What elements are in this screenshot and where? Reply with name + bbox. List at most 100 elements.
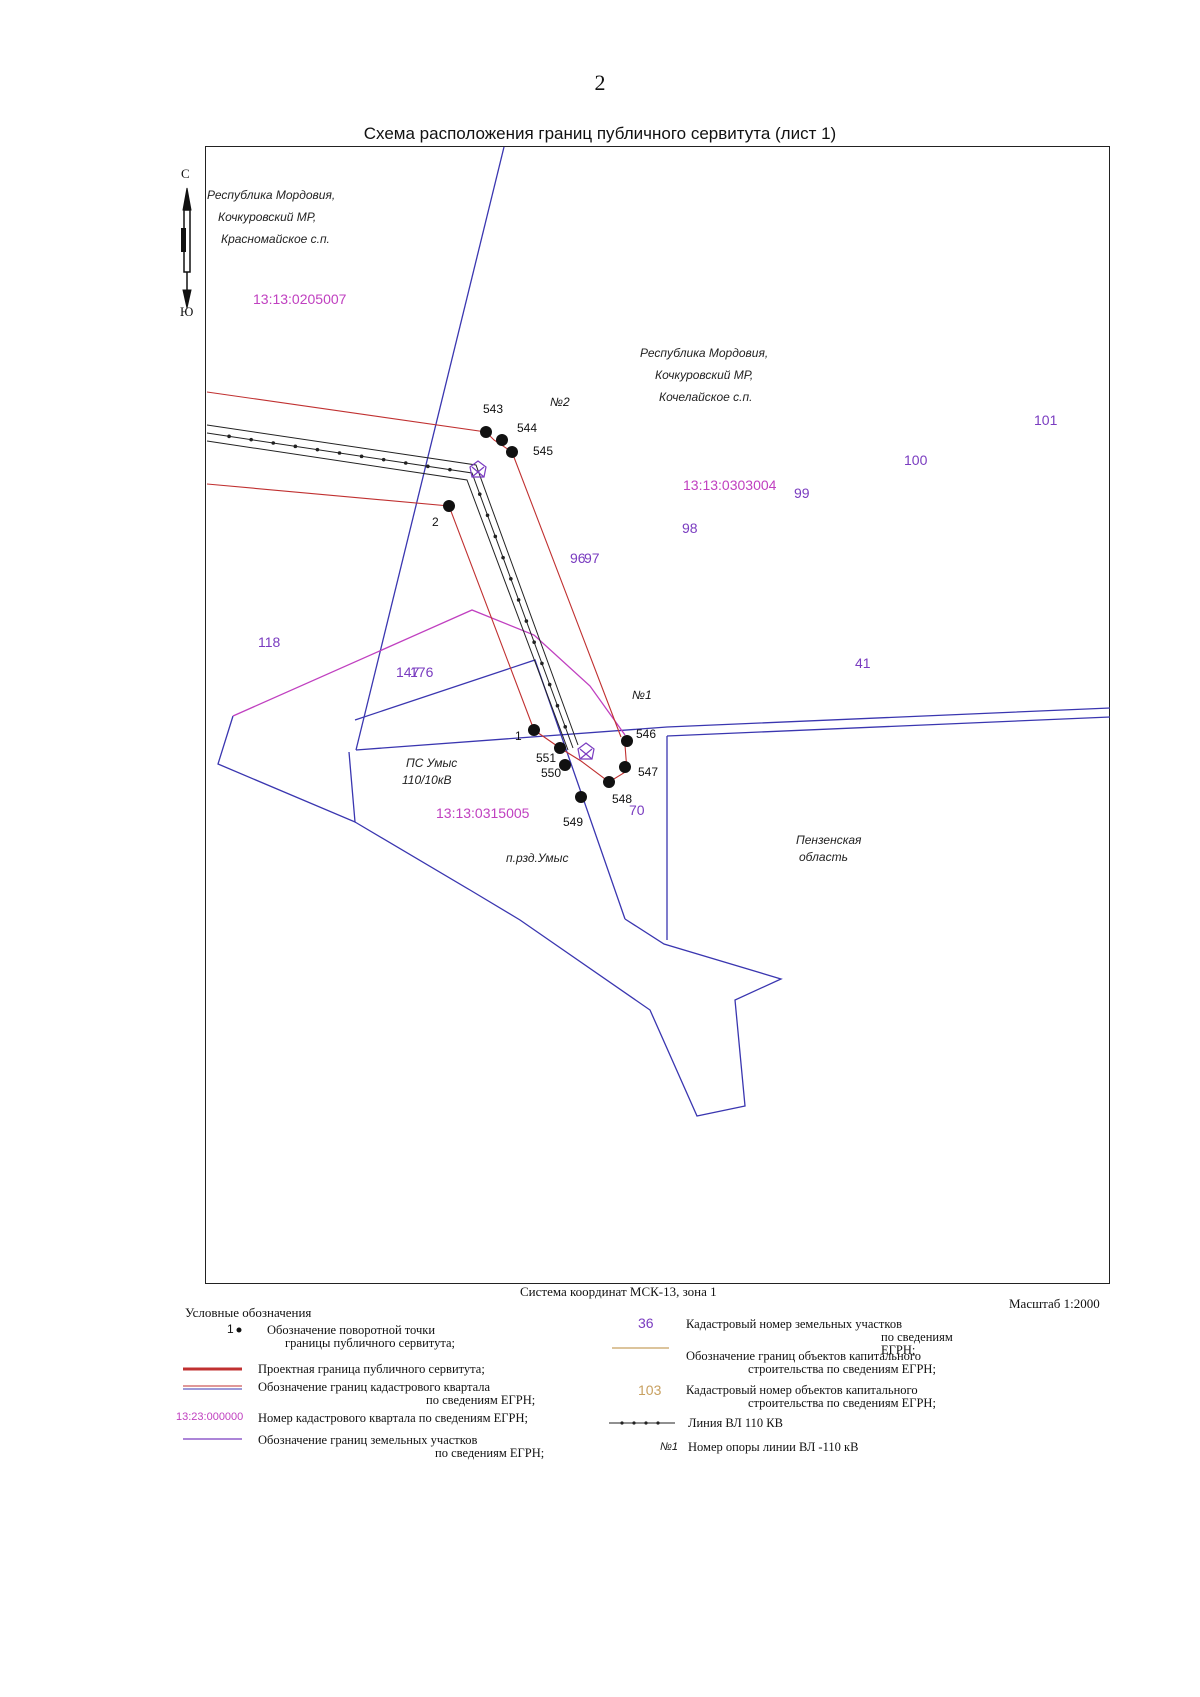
power-line-tick — [555, 703, 560, 708]
legend-item-parcel-number: Кадастровый номер земельных участков по … — [686, 1317, 953, 1357]
power-line-wire — [206, 432, 574, 749]
support-icon — [577, 742, 595, 760]
power-line-tick — [359, 454, 364, 459]
power-line-tick — [516, 598, 521, 602]
coordinate-system: Система координат МСК-13, зона 1 — [520, 1284, 717, 1299]
turning-point-dot — [480, 426, 492, 438]
power-line-tick — [524, 619, 529, 623]
page-number: 2 — [594, 70, 606, 95]
legend-samples — [183, 1327, 675, 1440]
turning-point-dot — [621, 735, 633, 747]
quarter-border-line — [354, 659, 626, 920]
turning-point-label: 547 — [638, 765, 659, 779]
quarter-number: 13:13:0303004 — [683, 477, 777, 493]
map-title: Схема расположения границ публичного сер… — [363, 124, 837, 143]
quarter-border-line — [666, 716, 1111, 737]
power-line-tick — [509, 576, 513, 581]
parcel-number: 100 — [904, 452, 928, 468]
turning-point-label: 551 — [536, 751, 557, 765]
power-line-tick — [477, 492, 482, 496]
map-scale: Масштаб 1:2000 — [1009, 1296, 1100, 1311]
turning-point-dot — [559, 759, 571, 771]
turning-point-label: 1 — [515, 729, 522, 743]
power-line-tick — [227, 434, 231, 439]
power-line-tick — [315, 447, 320, 452]
legend-item-quarter-number: Номер кадастрового квартала по сведениям… — [258, 1411, 528, 1425]
legend-building-sample: 103 — [638, 1382, 662, 1398]
power-line-tick — [403, 461, 408, 465]
substation-label: ПС Умыс 110/10кВ — [402, 756, 458, 787]
legend-title: Условные обозначения — [185, 1305, 312, 1320]
turning-point-dot — [506, 446, 518, 458]
power-line-tick — [501, 555, 505, 560]
turning-points — [443, 426, 633, 803]
parcel-border-line — [232, 609, 626, 736]
compass-south: Ю — [180, 304, 194, 319]
north-arrow-icon — [181, 187, 192, 309]
legend-item-building-number: Кадастровый номер объектов капитального … — [686, 1383, 936, 1410]
support-symbols — [469, 460, 595, 760]
turning-point-dot — [528, 724, 540, 736]
map-frame — [205, 146, 1110, 1284]
quarter-border-line — [355, 146, 505, 751]
power-line-tick — [540, 661, 544, 666]
power-line — [206, 424, 579, 751]
power-line-tick — [547, 682, 552, 687]
region-kochelaiskoe: Республика Мордовия, Кочкуровский МР, Ко… — [640, 346, 769, 404]
power-line-tick — [271, 441, 276, 445]
quarter-number: 13:13:0315005 — [436, 805, 530, 821]
power-line-tick — [337, 451, 342, 455]
legend-quarter-sample: 13:23:000000 — [176, 1411, 244, 1423]
legend-item-easement: Проектная граница публичного сервитута; — [258, 1362, 485, 1376]
power-line-tick — [381, 457, 386, 462]
turning-point-label: 550 — [541, 766, 562, 780]
turning-point-dot — [554, 742, 566, 754]
power-line-wire — [206, 440, 569, 751]
parcel-number: 96 — [570, 550, 586, 566]
turning-point-label: 2 — [432, 515, 439, 529]
parcel-number: 147 — [396, 664, 420, 680]
parcel-number: 176 — [410, 664, 434, 680]
power-line-tick — [493, 534, 498, 539]
turning-point-label: 545 — [533, 444, 554, 458]
legend-item-support-number: Номер опоры линии ВЛ -110 кВ — [688, 1440, 859, 1454]
support-icon — [469, 460, 487, 478]
power-line-tick — [426, 464, 430, 469]
quarter-border-line — [354, 821, 783, 1117]
easement-border-line — [206, 391, 622, 738]
parcel-borders — [232, 609, 626, 736]
legend-point-sample: 1 — [227, 1322, 234, 1336]
support-number: №1 — [632, 688, 652, 702]
legend-support-sample: №1 — [660, 1441, 679, 1453]
power-line-tick — [249, 437, 253, 442]
quarter-borders — [217, 146, 1111, 1117]
turning-point-label: 544 — [517, 421, 538, 435]
compass-north: С — [181, 166, 190, 181]
turning-point-label: 546 — [636, 727, 657, 741]
legend-point-dot — [236, 1327, 242, 1333]
turning-point-label: 549 — [563, 815, 584, 829]
turning-point-dot — [496, 434, 508, 446]
turning-point-dot — [619, 761, 631, 773]
compass: С Ю — [175, 166, 199, 319]
turning-point-label: 543 — [483, 402, 504, 416]
region-penza: Пензенская область — [796, 833, 862, 864]
parcel-number: 41 — [855, 655, 871, 671]
legend-item-power-line: Линия ВЛ 110 КВ — [688, 1416, 783, 1430]
settlement-label: п.рзд.Умыс — [506, 851, 569, 865]
parcel-number: 97 — [584, 550, 600, 566]
region-krasnomaiskoe: Республика Мордовия, Кочкуровский МР, Кр… — [207, 188, 336, 246]
power-line-tick — [293, 444, 298, 449]
quarter-border-line — [217, 715, 356, 824]
legend-item-quarter-border: Обозначение границ кадастрового квартала… — [258, 1380, 536, 1407]
parcel-number: 118 — [258, 634, 281, 650]
power-line-tick — [532, 640, 536, 645]
legend-item-building-border: Обозначение границ объектов капитального… — [686, 1349, 936, 1376]
parcel-number: 98 — [682, 520, 698, 536]
legend-item-point: Обозначение поворотной точки границы пуб… — [267, 1323, 455, 1350]
power-line-wire — [206, 424, 579, 746]
turning-point-dot — [603, 776, 615, 788]
quarter-border-line — [355, 707, 1111, 751]
legend-parcel-sample: 36 — [638, 1315, 654, 1331]
